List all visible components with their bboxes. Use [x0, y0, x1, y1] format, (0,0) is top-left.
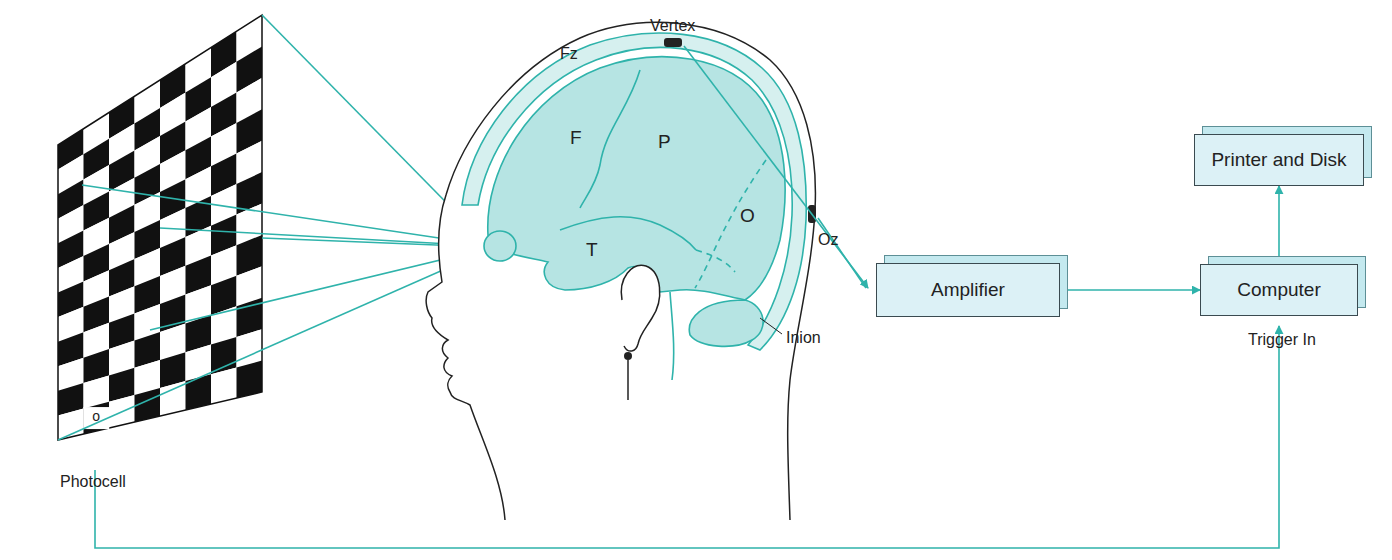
box-label: Computer	[1237, 279, 1320, 301]
process-box: Amplifier	[876, 263, 1060, 317]
box-label: Printer and Disk	[1211, 149, 1346, 171]
box-label: Amplifier	[931, 279, 1005, 301]
part-label: Trigger In	[1248, 332, 1316, 348]
part-label: Fz	[560, 46, 578, 62]
ear-lead	[627, 360, 629, 400]
leader-line	[760, 318, 782, 334]
part-label: Inion	[786, 330, 821, 346]
ear-electrode	[624, 352, 632, 360]
part-label: T	[586, 240, 598, 259]
part-label: Oz	[818, 232, 838, 248]
board-outline	[58, 15, 262, 440]
signal-arrow	[1278, 186, 1280, 264]
part-label: F	[570, 128, 582, 147]
signal-arrow	[1060, 289, 1200, 291]
sight-lines	[58, 15, 486, 440]
cerebellum	[689, 300, 763, 346]
process-box: Computer	[1200, 264, 1358, 316]
part-label: Photocell	[60, 474, 126, 490]
brain	[488, 57, 785, 300]
part-label: P	[658, 132, 671, 151]
photocell-patch	[83, 407, 109, 429]
head-outline	[426, 22, 815, 520]
sulci	[560, 70, 766, 288]
part-label: O	[740, 206, 755, 225]
vertex-electrode	[664, 38, 682, 47]
brainstem	[670, 292, 674, 380]
process-box: Printer and Disk	[1194, 134, 1364, 186]
checkerboard	[58, 15, 262, 440]
part-label: Vertex	[650, 18, 695, 34]
eye	[484, 231, 516, 261]
ear	[621, 265, 659, 351]
part-label: o	[92, 409, 100, 423]
electrode-leads	[684, 46, 868, 288]
